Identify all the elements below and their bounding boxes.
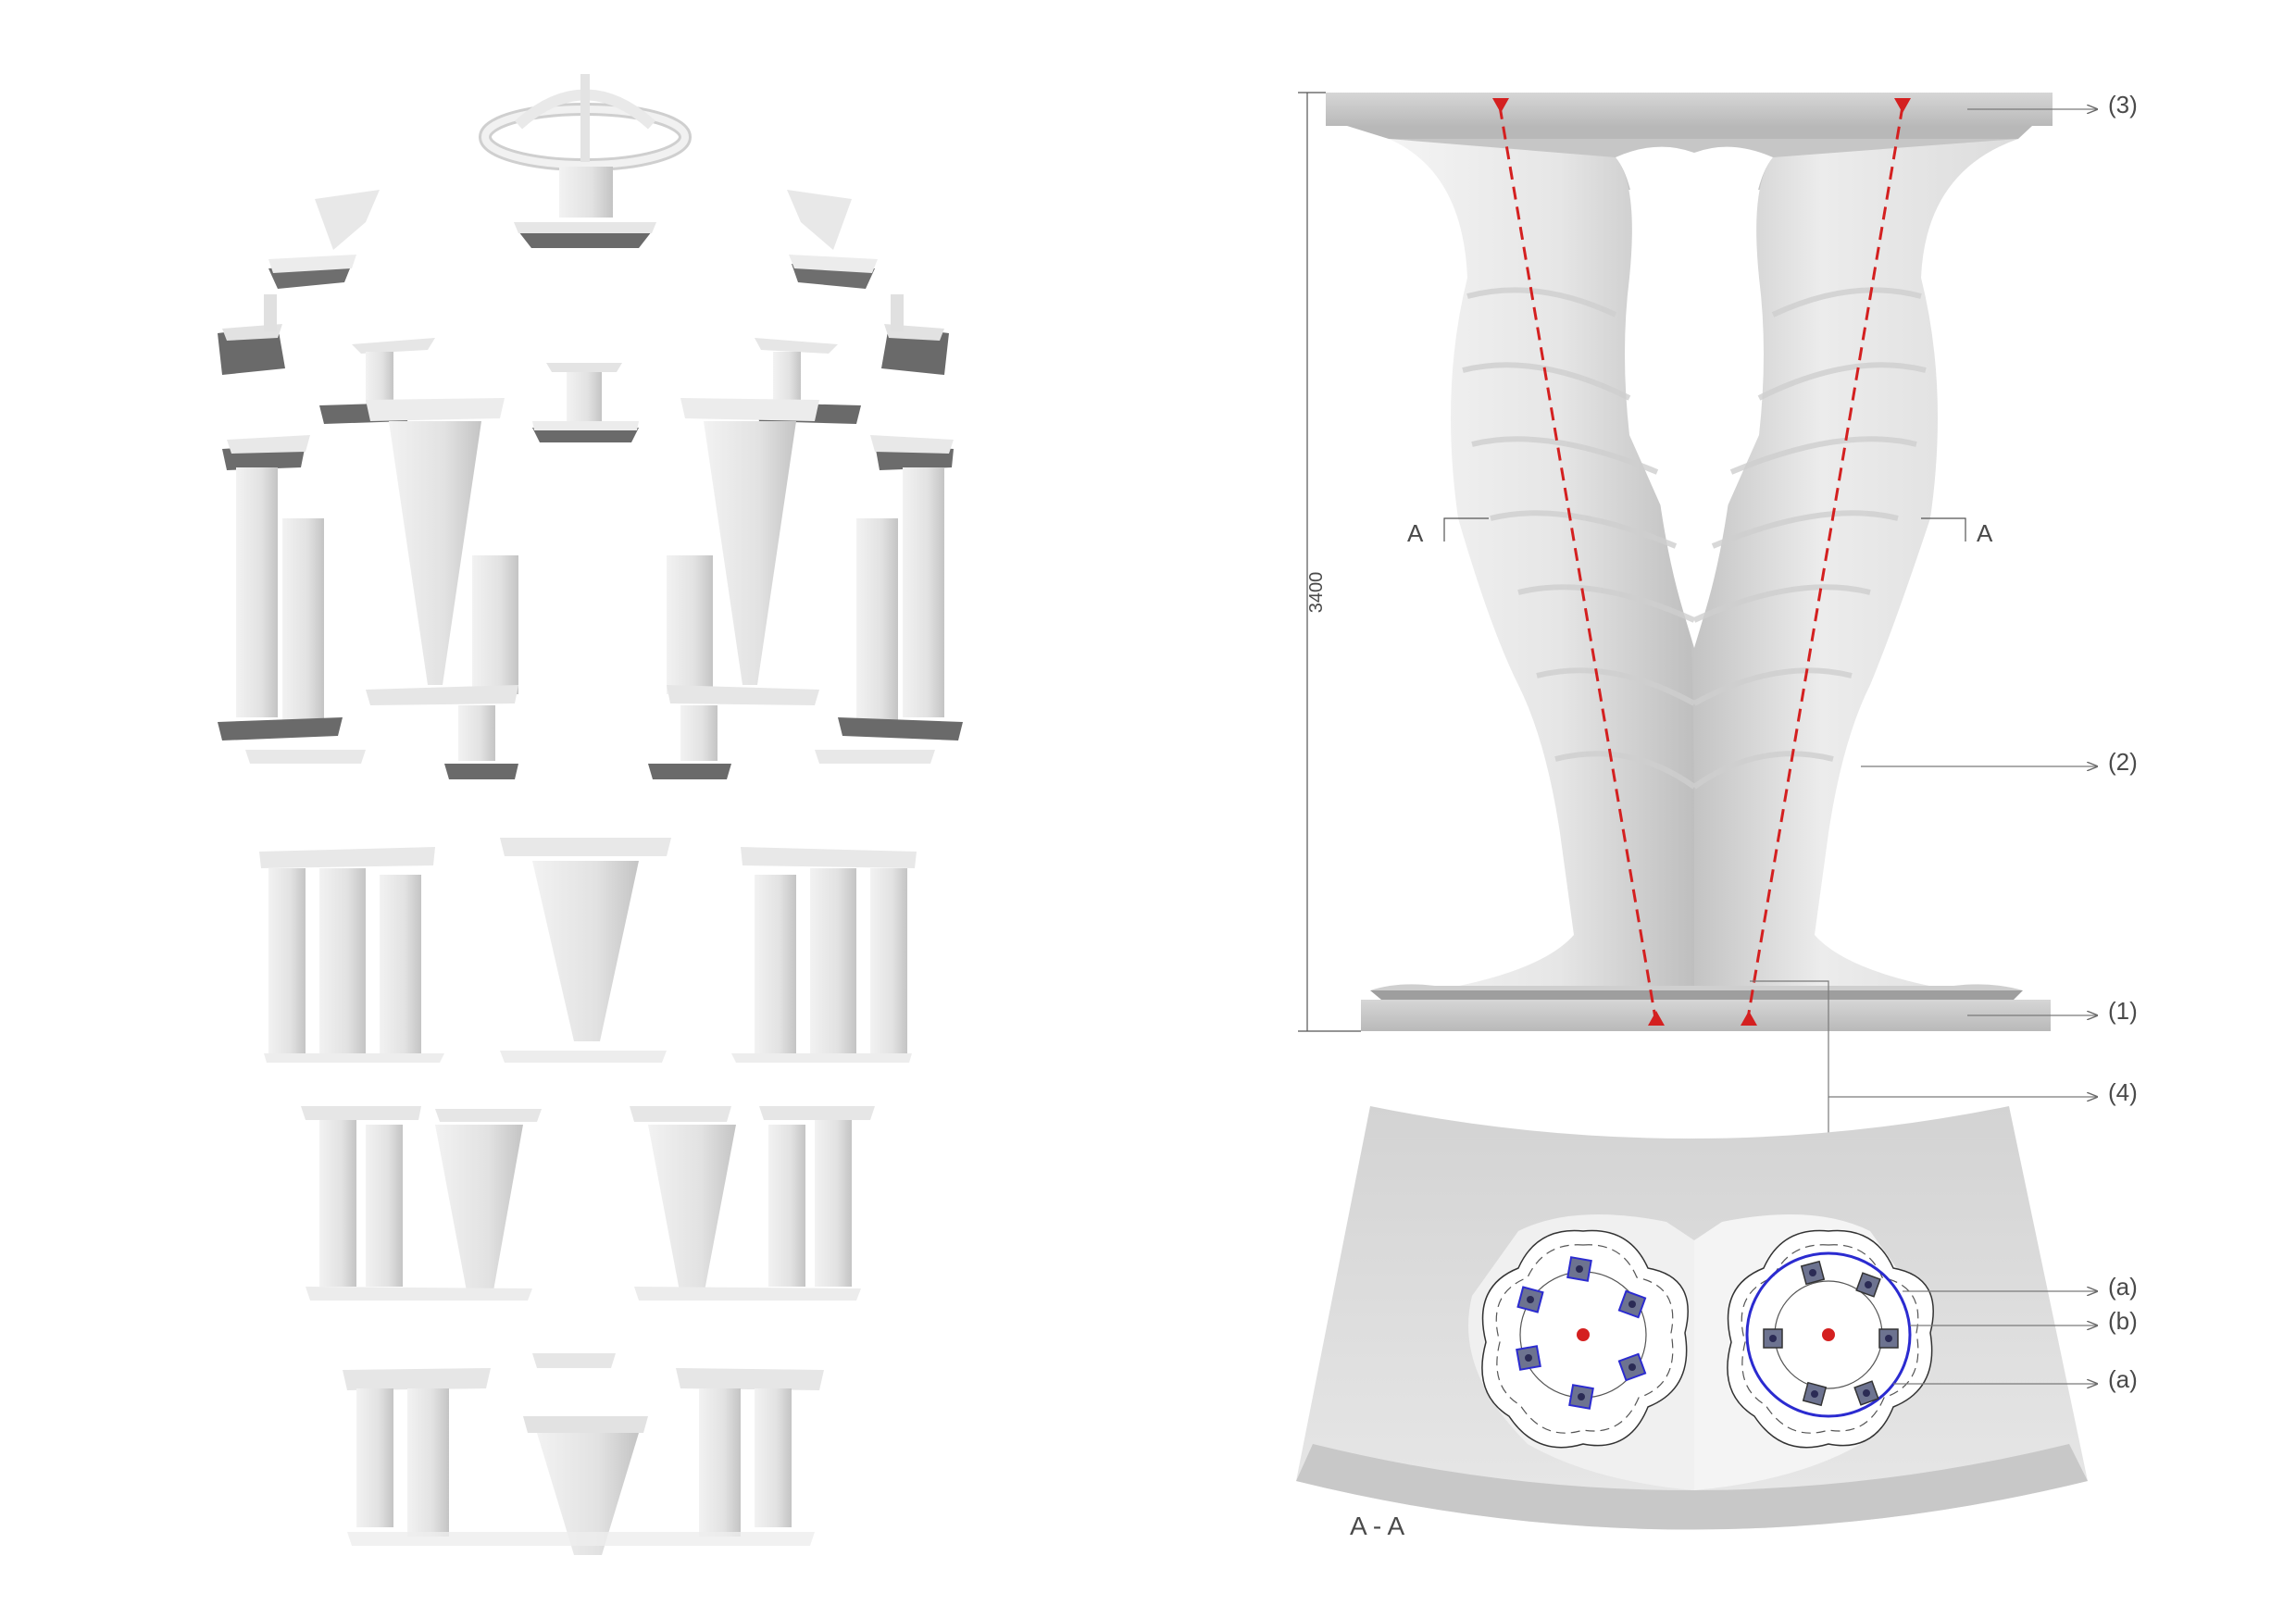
load-path-lines (1498, 106, 1904, 1019)
section-mark-left-label: A (1407, 519, 1424, 547)
callout-column: (2) (2108, 748, 2138, 776)
exploded-assembly-view (218, 74, 963, 1555)
section-left-column (1481, 1229, 1689, 1449)
bracket-segment-right (787, 190, 949, 375)
reinforcement-ring (1745, 1251, 1912, 1418)
dimension-value: 3400 (1306, 572, 1327, 614)
bottom-plate (1361, 1000, 2051, 1031)
crown-segment (479, 74, 692, 248)
column-segment-left-outer (218, 435, 366, 764)
section-callout-leaders (1893, 1291, 2097, 1384)
callout-a-lower: (a) (2108, 1365, 2138, 1393)
section-mark-right (1921, 517, 1966, 541)
twist-ridges (1462, 287, 1927, 790)
column-segment-right-inner (648, 398, 819, 779)
top-plate (1326, 93, 2053, 126)
column-gap (1616, 146, 1773, 649)
column-segment-left-inner (366, 398, 518, 779)
load-path-markers (1492, 98, 1911, 1026)
column-left (1389, 139, 1699, 990)
callout-b: (b) (2108, 1307, 2138, 1335)
callout-section-detail: (4) (2108, 1078, 2138, 1106)
top-capital (1347, 126, 2032, 139)
section-right-column (1727, 1229, 1934, 1449)
dimension-line (1298, 92, 1361, 1032)
callout-bottom-plate: (1) (2108, 997, 2138, 1025)
column-segment-right-outer (815, 435, 963, 764)
callout-top-plate: (3) (2108, 91, 2138, 118)
section-mark-right-label: A (1977, 519, 1993, 547)
assembled-row-1 (259, 838, 917, 1063)
small-segment-center (532, 363, 639, 442)
assembled-row-2 (301, 1106, 875, 1301)
bottom-capital (1370, 984, 2023, 990)
section-view: (a) (b) (a) A - A (1296, 1106, 2138, 1540)
section-mark-left (1443, 517, 1489, 541)
assembled-row-3 (343, 1353, 824, 1555)
section-title: A - A (1350, 1512, 1404, 1540)
column-right (1690, 139, 2018, 990)
callout-a-upper: (a) (2108, 1273, 2138, 1301)
bracket-segment-left (218, 190, 380, 375)
elevation-view: 3400 A A (3) (2) (1) (4) (1298, 91, 2138, 1333)
